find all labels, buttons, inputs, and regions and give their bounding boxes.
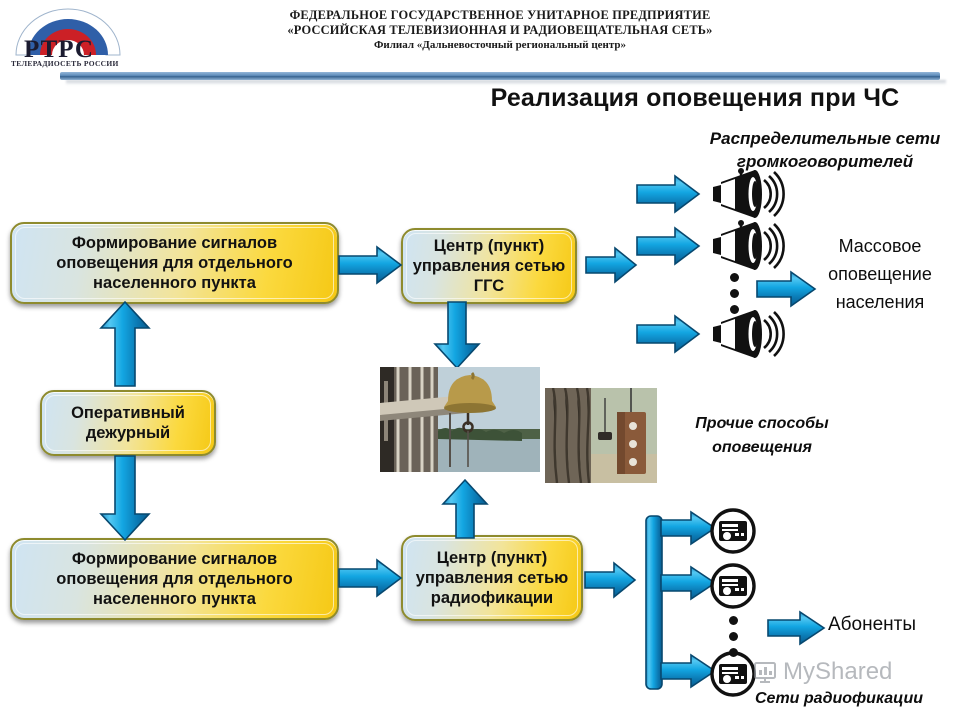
arrow-duty-to-signal-top bbox=[97, 300, 153, 387]
arrow-signal-to-radio-center bbox=[338, 558, 403, 598]
label-loudspeaker-networks: Распределительные сети громкоговорителей bbox=[709, 129, 941, 171]
loudspeaker-horn-icon bbox=[703, 168, 785, 220]
arrow-ggs-to-speakers bbox=[585, 246, 638, 284]
arrow-to-radio-receiver-2 bbox=[660, 565, 717, 601]
loudspeaker-horn-icon bbox=[703, 308, 785, 360]
box-ggs-control-center-label: Центр (пункт) управления сетью ГГС bbox=[412, 236, 566, 296]
label-mass-notification: Массовое оповещение населения bbox=[828, 236, 932, 312]
myshared-watermark: MyShared bbox=[752, 658, 892, 686]
church-bell-photo bbox=[380, 367, 540, 472]
org-line-3: Филиал «Дальневосточный региональный цен… bbox=[373, 39, 627, 51]
header-rule-shadow bbox=[66, 80, 946, 85]
radio-receiver-icon bbox=[710, 508, 756, 554]
label-other-methods: Прочие способы оповещения bbox=[695, 415, 829, 456]
org-line-2: «РОССИЙСКАЯ ТЕЛЕВИЗИОННАЯ И РАДИОВЕЩАТЕЛ… bbox=[287, 23, 713, 37]
logo-name: РТРС bbox=[24, 36, 94, 63]
header-rule bbox=[60, 72, 940, 80]
box-signal-generation-top[interactable]: Формирование сигналов оповещения для отд… bbox=[10, 222, 339, 304]
distribution-bus-bar bbox=[645, 515, 663, 690]
loudspeaker-horn-icon bbox=[703, 220, 785, 272]
label-radio-networks: Сети радиофикации bbox=[755, 690, 924, 707]
rtrs-logo: РТРС ТЕЛЕРАДИОСЕТЬ РОССИИ bbox=[6, 6, 131, 68]
arrow-signal-to-ggs bbox=[338, 245, 403, 285]
page-title: Реализация оповещения при ЧС bbox=[490, 84, 900, 112]
org-line-1: ФЕДЕРАЛЬНОЕ ГОСУДАРСТВЕННОЕ УНИТАРНОЕ ПР… bbox=[289, 8, 711, 22]
watermark-text: MyShared bbox=[783, 658, 893, 685]
logo-tagline: ТЕЛЕРАДИОСЕТЬ РОССИИ bbox=[11, 59, 119, 68]
arrow-radio-center-to-photos bbox=[440, 478, 490, 539]
box-signal-generation-bottom-label: Формирование сигналов оповещения для отд… bbox=[56, 549, 293, 609]
tricolor-arc-icon bbox=[15, 8, 121, 56]
hanging-rail-gong-photo bbox=[545, 388, 657, 483]
box-signal-generation-bottom[interactable]: Формирование сигналов оповещения для отд… bbox=[10, 538, 339, 620]
arrow-to-loudspeaker-3 bbox=[636, 314, 701, 354]
box-signal-generation-top-label: Формирование сигналов оповещения для отд… bbox=[56, 233, 293, 293]
organization-header: ФЕДЕРАЛЬНОЕ ГОСУДАРСТВЕННОЕ УНИТАРНОЕ ПР… bbox=[190, 8, 810, 53]
arrow-duty-to-signal-bottom bbox=[97, 455, 153, 542]
arrow-radio-center-to-bus bbox=[584, 561, 637, 599]
radio-receiver-icon bbox=[710, 651, 756, 697]
radio-receiver-icon bbox=[710, 563, 756, 609]
box-radio-control-center[interactable]: Центр (пункт) управления сетью радиофика… bbox=[401, 535, 583, 621]
box-ggs-control-center[interactable]: Центр (пункт) управления сетью ГГС bbox=[401, 228, 577, 304]
arrow-to-loudspeaker-2 bbox=[636, 226, 701, 266]
box-duty-officer-label: Оперативный дежурный bbox=[71, 403, 185, 442]
arrow-to-subscribers bbox=[767, 610, 826, 646]
arrow-to-loudspeaker-1 bbox=[636, 174, 701, 214]
arrow-to-mass-notification bbox=[756, 270, 817, 308]
vertical-ellipsis-icon bbox=[730, 273, 739, 314]
arrow-to-radio-receiver-3 bbox=[660, 653, 717, 689]
box-radio-control-center-label: Центр (пункт) управления сетью радиофика… bbox=[415, 548, 569, 608]
box-duty-officer[interactable]: Оперативный дежурный bbox=[40, 390, 216, 456]
presentation-chart-icon bbox=[754, 662, 776, 683]
arrow-to-radio-receiver-1 bbox=[660, 510, 717, 546]
arrow-ggs-to-photos bbox=[432, 301, 482, 370]
label-subscribers: Абоненты bbox=[828, 614, 917, 635]
vertical-ellipsis-icon bbox=[729, 616, 738, 657]
